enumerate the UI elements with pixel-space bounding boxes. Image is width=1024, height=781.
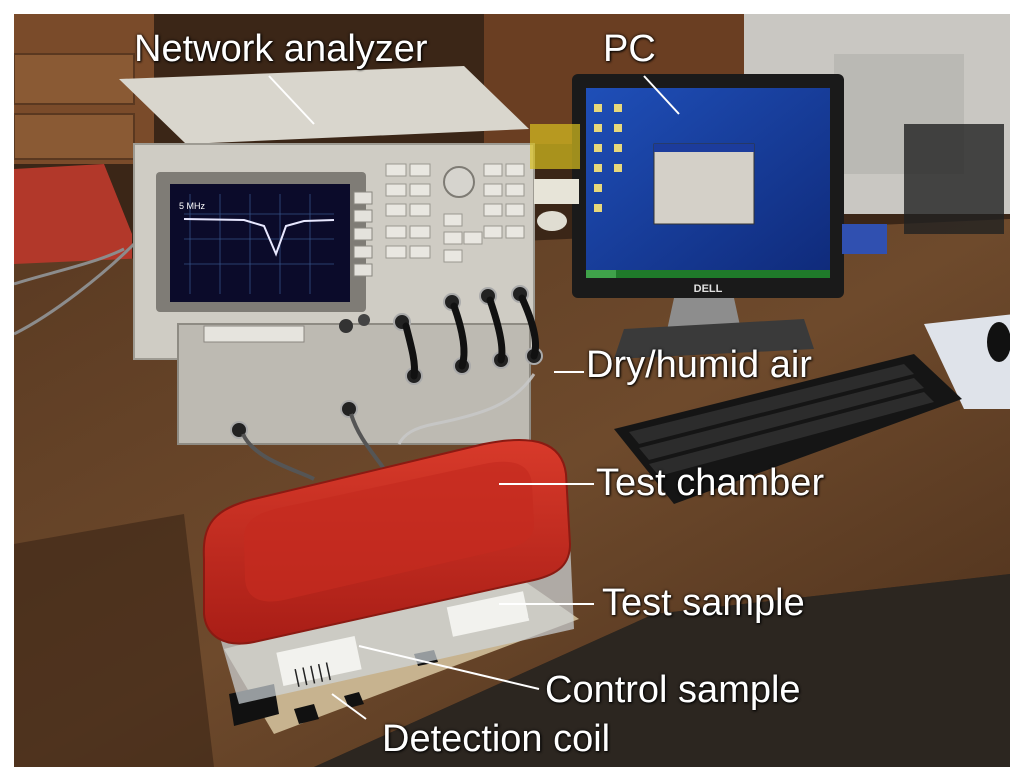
analyzer-screen [170, 184, 350, 302]
label-test-sample: Test sample [602, 582, 805, 624]
control-sample-label [276, 636, 362, 686]
label-air: Dry/humid air [586, 344, 812, 386]
photo-scene: 5 MHz [14, 14, 1010, 767]
label-network-analyzer: Network analyzer [134, 28, 428, 70]
test-sample-label [446, 591, 530, 637]
label-detection-coil: Detection coil [382, 718, 611, 760]
leader-lines [268, 75, 680, 720]
label-pc: PC [603, 28, 656, 70]
test-chamber-box [202, 438, 574, 704]
label-control-sample: Control sample [545, 669, 801, 711]
rotary-knob [443, 166, 475, 198]
monitor-brand: DELL [694, 283, 723, 295]
software-dialog [653, 143, 755, 225]
floor-shadow [314, 574, 1010, 767]
network-analyzer: 5 MHz [119, 66, 543, 481]
pc-monitor: DELL [572, 74, 844, 359]
screen-readout: 5 MHz [179, 201, 206, 211]
resonance-trace [183, 218, 335, 257]
monitor-base [614, 319, 814, 359]
keyboard [614, 354, 962, 504]
label-test-chamber: Test chamber [596, 462, 825, 504]
air-tube [397, 373, 536, 445]
